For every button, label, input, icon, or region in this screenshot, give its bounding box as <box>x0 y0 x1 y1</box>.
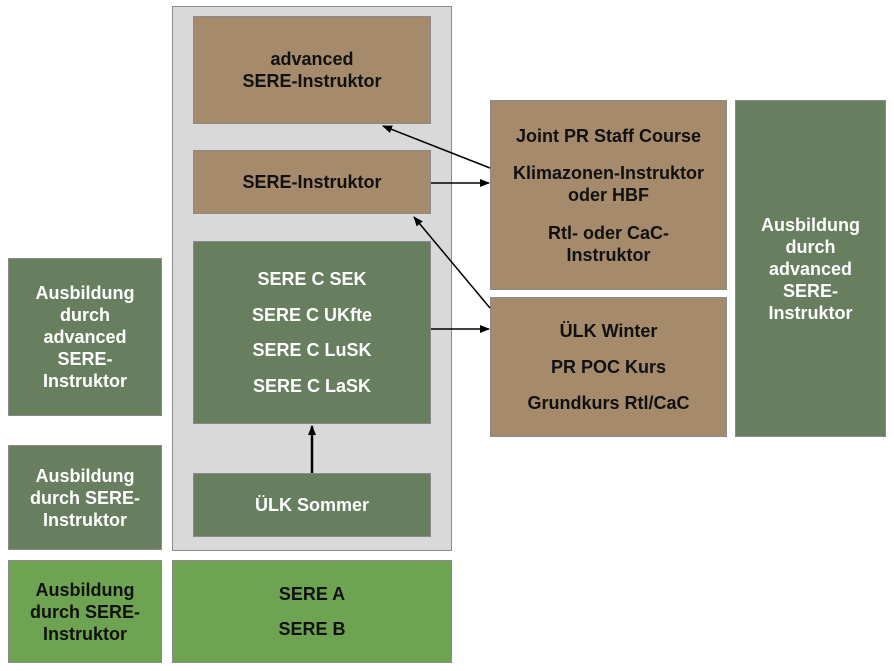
sere-c-item: SERE C SEK <box>257 268 367 289</box>
prerequisite-item: Rtl- oder CaC- Instruktor <box>548 222 669 265</box>
course-item: ÜLK Winter <box>559 321 658 341</box>
sere-c-item: SERE C UKfte <box>251 304 372 325</box>
arrow-courses-to-sere-instructor <box>413 216 491 309</box>
sere-c-item: SERE C LaSK <box>252 376 372 397</box>
additional-courses-box: ÜLK Winter PR POC Kurs Grundkurs Rtl/CaC <box>490 297 727 437</box>
sere-ab-item: SERE A <box>278 583 346 604</box>
advanced-instructor-training-label: Ausbildung durch advanced SERE- Instrukt… <box>8 258 162 416</box>
instructor-training-label-middle: Ausbildung durch SERE- Instruktor <box>8 445 162 550</box>
sere-instructor-box: SERE-Instruktor <box>193 150 431 214</box>
prerequisite-item: Klimazonen-Instruktor oder HBF <box>512 163 704 205</box>
sere-c-item: SERE C LuSK <box>252 340 372 361</box>
sere-ab-box: SERE A SERE B <box>172 560 452 663</box>
sere-c-box: SERE C SEK SERE C UKfte SERE C LuSK SERE… <box>193 241 431 424</box>
advanced-instructor-training-label-right: Ausbildung durch advanced SERE- Instrukt… <box>735 100 886 437</box>
arrow-prereq-to-advanced <box>382 125 491 169</box>
instructor-training-label-bottom: Ausbildung durch SERE- Instruktor <box>8 560 162 663</box>
ulk-summer-box: ÜLK Sommer <box>193 473 431 537</box>
sere-ab-item: SERE B <box>278 619 346 640</box>
advanced-sere-instructor-box: advanced SERE-Instruktor <box>193 16 431 124</box>
prerequisite-item: Joint PR Staff Course <box>515 125 702 146</box>
course-item: PR POC Kurs <box>550 357 667 377</box>
course-item: Grundkurs Rtl/CaC <box>527 393 690 413</box>
instructor-prerequisites-box: Joint PR Staff Course Klimazonen-Instruk… <box>490 100 727 290</box>
